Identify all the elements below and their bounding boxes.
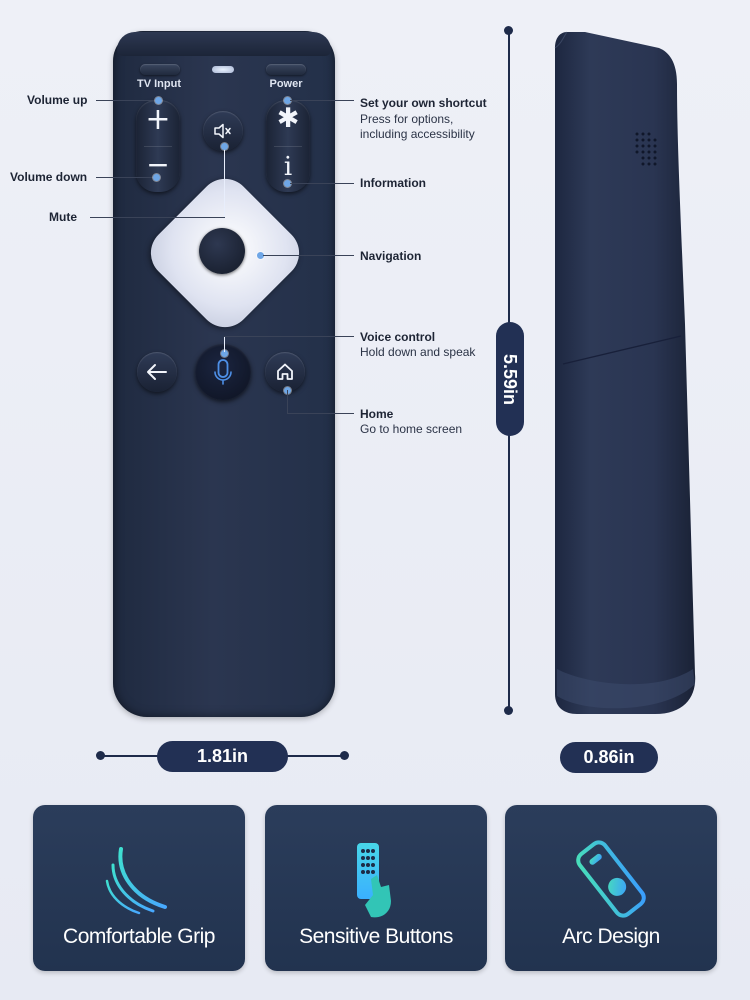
marker-volume-up bbox=[155, 97, 162, 104]
mute-icon bbox=[214, 123, 231, 139]
info-icon: i bbox=[283, 152, 293, 182]
callout-volume-down: Volume down bbox=[10, 170, 88, 184]
ok-button[interactable] bbox=[199, 228, 245, 274]
depth-badge: 0.86in bbox=[560, 742, 658, 773]
power-label: Power bbox=[269, 78, 303, 90]
leader-voice bbox=[224, 336, 354, 337]
leader-navigation bbox=[263, 255, 354, 256]
shortcut-info-rocker[interactable]: ✱ i bbox=[266, 100, 310, 192]
leader-volume-up bbox=[96, 100, 158, 101]
width-badge: 1.81in bbox=[157, 741, 288, 772]
leader-mute-vertical bbox=[224, 147, 225, 217]
marker-volume-down bbox=[153, 174, 160, 181]
height-dimension-top-end bbox=[504, 26, 513, 35]
status-led bbox=[212, 66, 234, 73]
marker-mute bbox=[221, 143, 228, 150]
callout-voice-title: Voice control bbox=[360, 330, 436, 344]
leader-home-vertical bbox=[287, 390, 288, 414]
arc-lines-icon bbox=[105, 847, 167, 915]
callout-shortcut-sub2: including accessibility bbox=[360, 127, 475, 141]
microphone-icon bbox=[214, 359, 232, 385]
width-value: 1.81in bbox=[196, 746, 249, 766]
leader-mute bbox=[90, 217, 225, 218]
back-button[interactable] bbox=[137, 352, 177, 392]
leader-voice-vertical bbox=[224, 336, 225, 352]
depth-value: 0.86in bbox=[583, 747, 635, 767]
feature-label-arc: Arc Design bbox=[562, 925, 660, 948]
feature-label-buttons: Sensitive Buttons bbox=[299, 925, 453, 948]
back-arrow-icon bbox=[147, 364, 167, 380]
feature-label-grip: Comfortable Grip bbox=[63, 925, 215, 948]
callout-information: Information bbox=[360, 176, 426, 190]
remote-top-edge bbox=[117, 32, 331, 56]
height-badge: 5.59in bbox=[496, 322, 524, 436]
tilted-remote-icon bbox=[576, 840, 646, 918]
volume-down-symbol: − bbox=[146, 148, 170, 181]
marker-navigation bbox=[257, 252, 264, 259]
remote-side-view bbox=[554, 31, 696, 714]
feature-card-buttons: Sensitive Buttons bbox=[265, 805, 487, 971]
leader-shortcut bbox=[290, 100, 354, 101]
height-dimension-bottom-end bbox=[504, 706, 513, 715]
callout-shortcut-sub1: Press for options, bbox=[360, 112, 454, 126]
shortcut-icon: ✱ bbox=[276, 103, 300, 134]
callout-shortcut-title: Set your own shortcut bbox=[360, 96, 487, 110]
width-dimension-right-end bbox=[340, 751, 349, 760]
hand-remote-icon bbox=[357, 843, 391, 918]
callout-navigation: Navigation bbox=[360, 249, 422, 263]
volume-rocker[interactable]: + − bbox=[136, 100, 180, 192]
callout-home-sub: Go to home screen bbox=[360, 422, 463, 436]
leader-volume-down bbox=[96, 177, 158, 178]
tv-input-label: TV Input bbox=[137, 78, 181, 90]
callout-voice-sub: Hold down and speak bbox=[360, 345, 476, 359]
power-button[interactable] bbox=[266, 64, 306, 75]
marker-voice bbox=[221, 350, 228, 357]
marker-shortcut bbox=[284, 97, 291, 104]
height-value: 5.59in bbox=[500, 353, 521, 405]
rocker-divider bbox=[144, 146, 172, 147]
callout-mute: Mute bbox=[49, 210, 77, 224]
tv-input-button[interactable] bbox=[140, 64, 180, 75]
leader-information bbox=[290, 183, 354, 184]
callout-home-title: Home bbox=[360, 407, 394, 421]
volume-up-symbol: + bbox=[145, 102, 171, 137]
width-dimension-left-end bbox=[96, 751, 105, 760]
home-icon bbox=[277, 363, 293, 380]
feature-card-grip: Comfortable Grip bbox=[33, 805, 245, 971]
leader-home bbox=[287, 413, 354, 414]
feature-card-arc: Arc Design bbox=[505, 805, 717, 971]
callout-volume-up: Volume up bbox=[27, 93, 88, 107]
marker-information bbox=[284, 180, 291, 187]
home-button[interactable] bbox=[265, 352, 305, 392]
rocker-divider-right bbox=[274, 146, 302, 147]
